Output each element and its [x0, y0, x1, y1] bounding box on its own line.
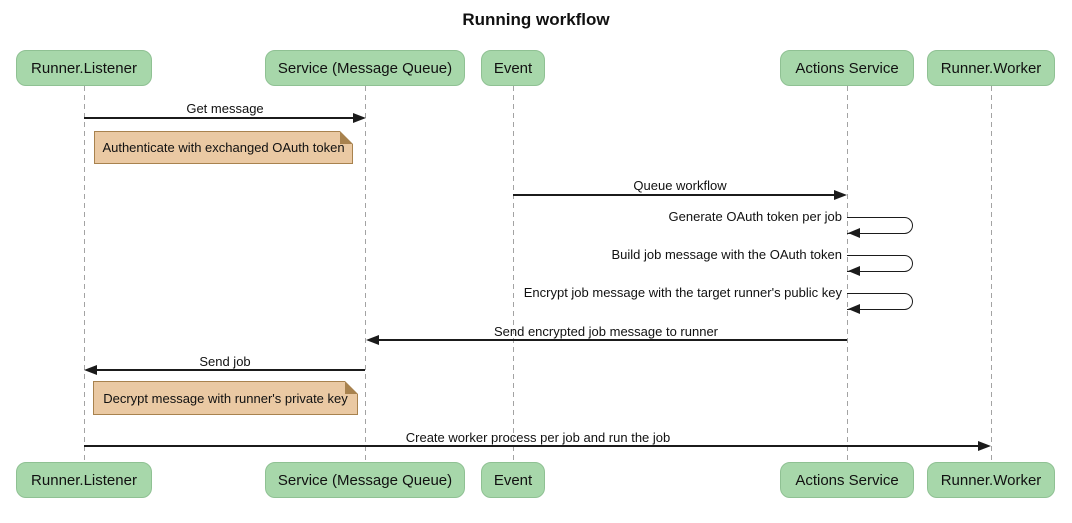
message-line-send-encrypted [379, 339, 847, 341]
participant-actions-service-top: Actions Service [780, 50, 914, 86]
arrowhead-icon [848, 228, 860, 238]
message-label-create-worker: Create worker process per job and run th… [405, 430, 671, 445]
participant-label: Actions Service [795, 471, 899, 489]
participant-event-top: Event [481, 50, 545, 86]
participant-runner-worker-bottom: Runner.Worker [927, 462, 1055, 498]
lifeline-event [513, 86, 514, 462]
lifeline-actions-service [847, 86, 848, 462]
message-line-create-worker [84, 445, 978, 447]
participant-label: Event [493, 471, 533, 489]
self-loop-encrypt-job-message [847, 293, 913, 310]
participant-label: Runner.Worker [940, 59, 1042, 77]
participant-actions-service-bottom: Actions Service [780, 462, 914, 498]
arrowhead-icon [353, 113, 366, 123]
participant-runner-listener-top: Runner.Listener [16, 50, 152, 86]
note-label: Authenticate with exchanged OAuth token [102, 140, 345, 155]
message-label-queue-workflow: Queue workflow [633, 178, 727, 193]
lifeline-service-queue [365, 86, 366, 462]
arrowhead-icon [834, 190, 847, 200]
arrowhead-icon [366, 335, 379, 345]
note-authenticate-oauth: Authenticate with exchanged OAuth token [94, 131, 353, 164]
message-label-get-message: Get message [186, 101, 264, 116]
participant-service-queue-top: Service (Message Queue) [265, 50, 465, 86]
arrowhead-icon [84, 365, 97, 375]
message-label-send-job: Send job [199, 354, 251, 369]
participant-service-queue-bottom: Service (Message Queue) [265, 462, 465, 498]
arrowhead-icon [848, 304, 860, 314]
self-loop-generate-oauth [847, 217, 913, 234]
lifeline-runner-worker [991, 86, 992, 462]
self-loop-build-job-message [847, 255, 913, 272]
note-decrypt-message: Decrypt message with runner's private ke… [93, 381, 358, 415]
arrowhead-icon [978, 441, 991, 451]
participant-runner-listener-bottom: Runner.Listener [16, 462, 152, 498]
participant-runner-worker-top: Runner.Worker [927, 50, 1055, 86]
lifeline-runner-listener [84, 86, 85, 462]
message-label-encrypt-job-message: Encrypt job message with the target runn… [523, 285, 842, 300]
diagram-title: Running workflow [462, 10, 610, 29]
arrowhead-icon [848, 266, 860, 276]
note-label: Decrypt message with runner's private ke… [103, 390, 348, 406]
message-line-get-message [84, 117, 353, 119]
participant-label: Service (Message Queue) [277, 471, 453, 489]
message-line-send-job [97, 369, 365, 371]
participant-event-bottom: Event [481, 462, 545, 498]
participant-label: Runner.Listener [31, 471, 137, 489]
participant-label: Service (Message Queue) [277, 59, 453, 77]
message-label-build-job-message: Build job message with the OAuth token [611, 247, 842, 262]
participant-label: Runner.Worker [940, 471, 1042, 489]
message-label-send-encrypted: Send encrypted job message to runner [493, 324, 719, 339]
participant-label: Event [493, 59, 533, 77]
message-label-generate-oauth: Generate OAuth token per job [668, 209, 842, 224]
participant-label: Actions Service [795, 59, 899, 77]
message-line-queue-workflow [513, 194, 834, 196]
participant-label: Runner.Listener [31, 59, 137, 77]
